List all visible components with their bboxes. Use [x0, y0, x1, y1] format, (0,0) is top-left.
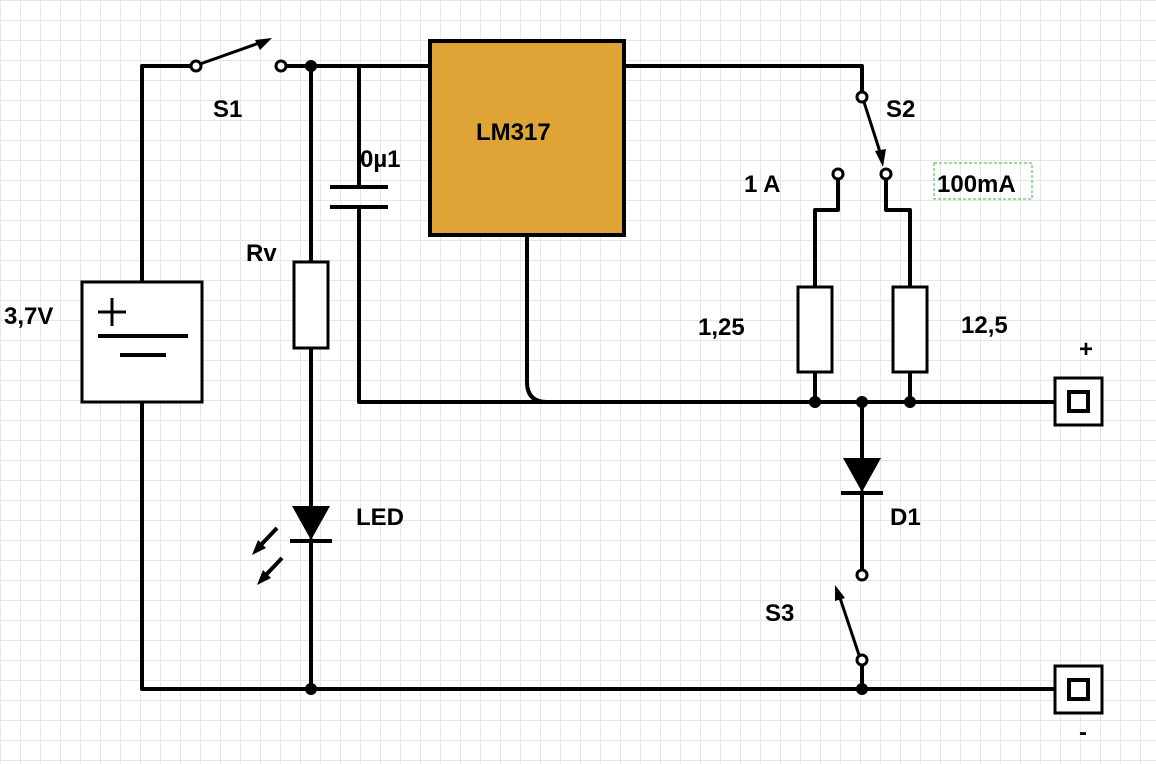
junction-dot	[904, 396, 916, 408]
wire-100ma-contact	[884, 176, 912, 289]
resistor-12-5[interactable]	[891, 285, 929, 374]
diode-label: D1	[890, 504, 921, 531]
switch-contact	[855, 653, 869, 667]
switch-s1-label: S1	[213, 96, 242, 123]
diode-d1[interactable]	[841, 458, 883, 495]
switch-s3[interactable]	[835, 568, 869, 667]
switch-contact	[831, 167, 845, 181]
resistor-1-25[interactable]	[796, 285, 834, 374]
terminal-plus-label: +	[1079, 336, 1093, 363]
resistor-low-label: 12,5	[961, 312, 1008, 339]
arrow-icon	[835, 585, 845, 601]
switch-s3-label: S3	[765, 600, 794, 627]
switch-contact	[855, 568, 869, 582]
junction-dot	[305, 60, 317, 72]
light-emission-icon	[252, 526, 284, 585]
label-selection-outline	[933, 162, 1033, 200]
resistor-rv-label: Rv	[246, 240, 277, 267]
switch-s1[interactable]	[189, 38, 288, 73]
switch-contact	[879, 167, 893, 181]
arrow-icon	[875, 149, 886, 167]
terminal-minus[interactable]	[1053, 664, 1104, 715]
switch-s2[interactable]	[831, 90, 893, 181]
switch-s2-label: S2	[886, 96, 915, 123]
terminal-minus-label: -	[1079, 719, 1087, 746]
regulator-lm317[interactable]	[428, 39, 626, 237]
led[interactable]	[252, 506, 332, 585]
battery[interactable]	[80, 280, 204, 404]
capacitor[interactable]	[330, 185, 388, 209]
junctions	[305, 60, 916, 695]
wire-cap-bottom	[357, 205, 1062, 404]
wire-battery-to-ground	[140, 400, 1062, 691]
resistor-rv[interactable]	[292, 260, 330, 350]
terminal-plus[interactable]	[1053, 376, 1104, 427]
switch-contact	[189, 59, 203, 73]
wire-adj	[525, 233, 549, 404]
switch-contact	[274, 59, 288, 73]
wire-1a-contact	[813, 176, 840, 289]
junction-dot	[305, 683, 317, 695]
switch-contact	[855, 90, 869, 104]
regulator-label: LM317	[476, 119, 551, 146]
wires	[140, 64, 1062, 691]
range-low-label: 100mA	[937, 171, 1016, 198]
labels: 3,7V S1 0µ1 LM317 S2 1 A 100mA Rv 1,25 1…	[4, 96, 1093, 746]
range-high-label: 1 A	[744, 171, 780, 198]
junction-dot	[809, 396, 821, 408]
led-label: LED	[356, 504, 404, 531]
junction-dot	[856, 396, 868, 408]
wire-battery-to-s1	[140, 64, 194, 284]
battery-body	[80, 280, 204, 404]
wire-regulator-out-to-s2	[622, 64, 864, 96]
arrow-icon	[255, 38, 272, 50]
battery-voltage-label: 3,7V	[4, 303, 53, 330]
capacitor-label: 0µ1	[360, 146, 401, 173]
resistor-high-label: 1,25	[698, 314, 745, 341]
junction-dot	[856, 683, 868, 695]
